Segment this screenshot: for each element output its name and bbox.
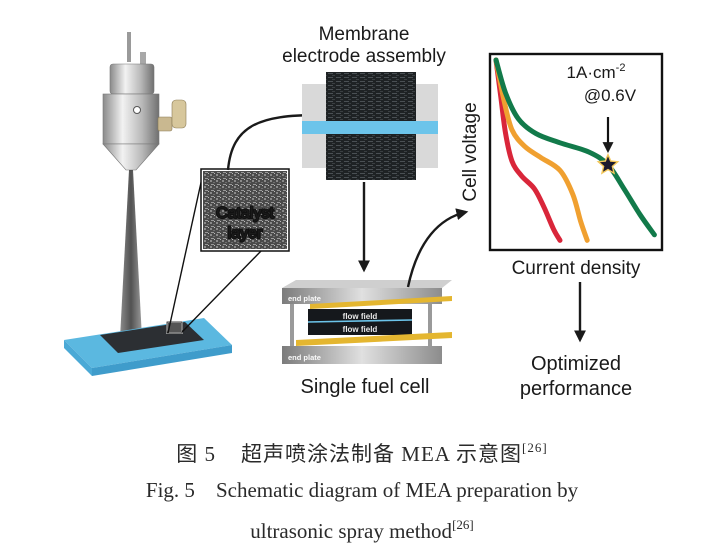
substrate-side — [92, 345, 232, 376]
y-axis-label: Cell voltage — [460, 102, 481, 201]
target-star-marker — [596, 152, 620, 175]
flow-field-label-bottom: flow field — [343, 325, 378, 334]
catalyst-sem-image — [201, 169, 289, 251]
gas-fitting — [157, 116, 173, 132]
mea-preparation-diagram: Catalyst layer Membrane electrode assemb… — [64, 24, 664, 400]
nozzle-cap — [109, 63, 155, 95]
caption-cn-prefix: 图 5 — [176, 442, 217, 466]
caption-cn-ref: [26] — [522, 440, 548, 455]
substrate-side-left — [64, 340, 92, 376]
chart-frame — [488, 52, 664, 252]
nozzle-cone — [102, 143, 160, 171]
caption-en-text-2: ultrasonic spray method — [250, 519, 453, 543]
caption-en-ref: [26] — [452, 517, 474, 532]
zoom-line-right — [181, 249, 263, 333]
caption-english-line1: Fig. 5 Schematic diagram of MEA preparat… — [0, 478, 724, 503]
caption-chinese: 图 5 超声喷涂法制备 MEA 示意图[26] — [0, 438, 724, 468]
tie-rod — [428, 304, 432, 348]
nozzle-body — [102, 93, 160, 145]
single-fuel-cell: flow field flow field end plate end plat… — [282, 280, 452, 364]
caption-en-prefix: Fig. 5 — [145, 478, 195, 502]
substrate — [64, 318, 232, 376]
end-plate-label-bottom: end plate — [288, 353, 321, 362]
flow-field-label-top: flow field — [343, 312, 378, 321]
current-collector-bottom — [296, 332, 452, 346]
star-icon — [599, 156, 617, 172]
catalyst-label-line1: Catalyst — [216, 205, 274, 222]
single-cell-label: Single fuel cell — [301, 376, 430, 398]
polarization-chart: Cell voltage Current density 1A·cm-2 @0.… — [460, 52, 664, 279]
optimized-label-line2: performance — [520, 378, 632, 400]
caption-en-text: Schematic diagram of MEA preparation by — [215, 478, 579, 502]
curve-green — [493, 57, 657, 238]
gas-elbow — [171, 99, 187, 129]
tie-rod — [290, 304, 294, 348]
nozzle-rod-1 — [127, 32, 131, 62]
caption-cn-text: 超声喷涂法制备 MEA 示意图 — [241, 442, 523, 466]
nozzle-rod-2 — [140, 52, 146, 66]
spray-plume — [120, 170, 142, 338]
catalyst-label-line2: layer — [228, 225, 263, 242]
mea-label-line1: Membrane — [319, 24, 410, 45]
arrow-cell-to-chart — [406, 208, 469, 288]
membrane-electrode-assembly — [302, 72, 438, 180]
end-plate-bottom — [282, 346, 442, 364]
annotation-line2: @0.6V — [584, 86, 637, 105]
membrane-line — [307, 319, 413, 323]
annotation-line1: 1A·cm-2 — [567, 62, 626, 82]
chart-series — [493, 57, 657, 243]
proton-exchange-membrane — [302, 121, 438, 134]
nozzle-knob-icon — [133, 106, 141, 114]
curve-orange — [493, 57, 590, 243]
curve-red — [493, 57, 563, 243]
ultrasonic-spray-nozzle — [102, 32, 187, 338]
x-axis-label: Current density — [512, 258, 641, 279]
current-collector-top — [310, 296, 452, 309]
end-plate-label-top: end plate — [288, 294, 321, 303]
mea-label-line2: electrode assembly — [282, 46, 446, 67]
catalyst-layer-inset: Catalyst layer — [200, 168, 290, 252]
caption-english-line2: ultrasonic spray method[26] — [0, 517, 724, 544]
arrow-catalyst-to-mea — [226, 109, 321, 171]
optimized-label-line1: Optimized — [531, 353, 621, 375]
zoom-line-left — [167, 177, 203, 334]
